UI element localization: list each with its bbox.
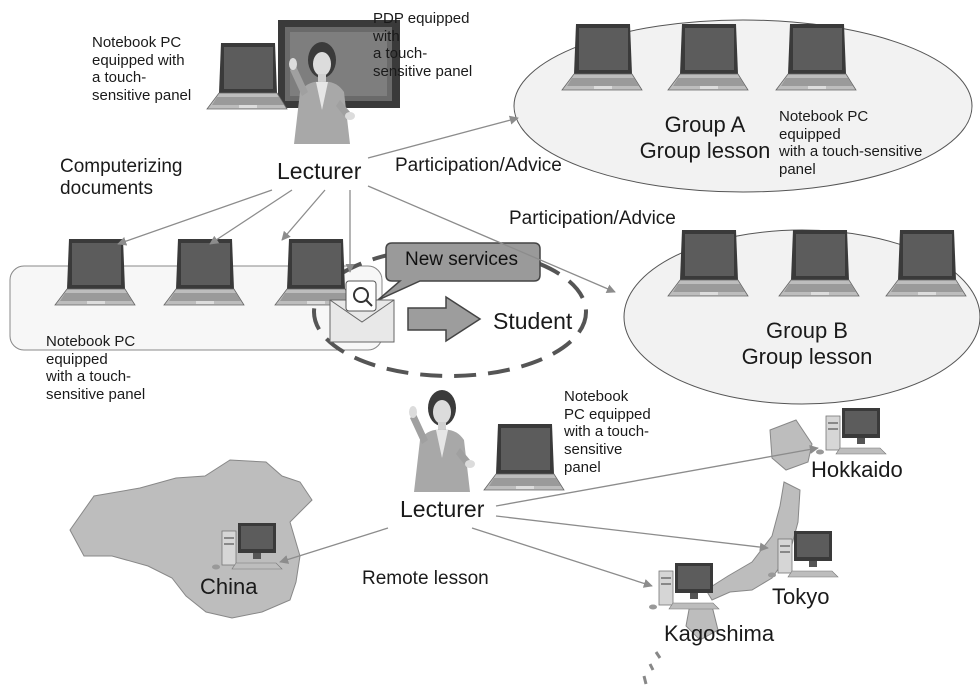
- computerizing-documents-label: Computerizing documents: [60, 156, 183, 200]
- notebook-pc-label: Notebook PC equipped with a touch- sensi…: [46, 333, 146, 404]
- arrow-right-icon: [407, 295, 482, 343]
- group-b-label: Group B Group lesson: [741, 318, 873, 369]
- new-services-label: New services: [405, 249, 518, 270]
- notebook-pc-label: Notebook PC equipped with a touch-sensit…: [779, 108, 923, 179]
- notebook-pc-label: Notebook PC equipped with a touch- sensi…: [564, 388, 651, 476]
- new-services-bubble: [377, 242, 541, 301]
- notebook-pc-icon: [483, 423, 565, 491]
- desktop-pc-icon: [815, 407, 887, 455]
- envelope-icon: [329, 280, 395, 343]
- participation-advice-label: Participation/Advice: [509, 208, 676, 229]
- ryukyu-islands: [642, 651, 662, 685]
- hokkaido-map: [769, 419, 813, 471]
- participation-advice-label: Participation/Advice: [395, 155, 562, 176]
- lecturer-label: Lecturer: [277, 158, 362, 184]
- hokkaido-label: Hokkaido: [811, 457, 903, 482]
- lecturer-figure-icon: [409, 390, 475, 492]
- remote-lesson-label: Remote lesson: [362, 568, 489, 589]
- china-label: China: [200, 574, 258, 599]
- kagoshima-label: Kagoshima: [664, 621, 775, 646]
- desktop-pc-icon: [648, 562, 720, 610]
- group-a-label: Group A Group lesson: [639, 112, 771, 163]
- lecturer-label: Lecturer: [400, 496, 485, 522]
- notebook-pc-icon: [206, 42, 288, 110]
- notebook-pc-label: Notebook PC equipped with a touch- sensi…: [92, 34, 192, 105]
- honshu-map: [705, 481, 801, 601]
- pdp-label: PDP equipped with a touch- sensitive pan…: [373, 10, 473, 81]
- connector-arrows: [117, 115, 819, 588]
- tokyo-label: Tokyo: [772, 584, 830, 609]
- student-label: Student: [493, 308, 573, 334]
